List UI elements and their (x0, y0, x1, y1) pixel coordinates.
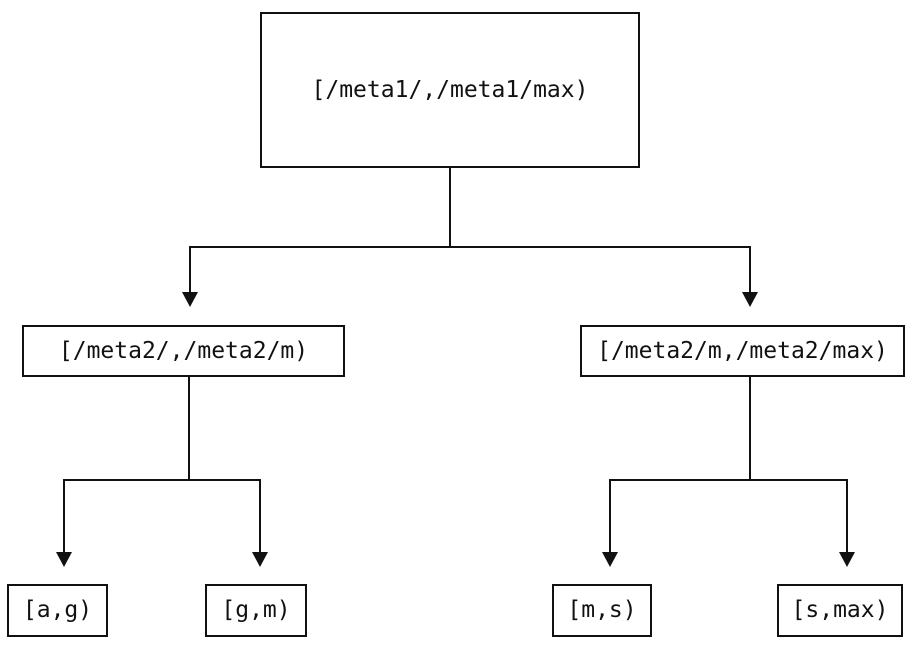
arrowhead-icon (252, 552, 268, 567)
arrowhead-icon (839, 552, 855, 567)
node-leaf-a-g-label: [a,g) (22, 597, 93, 623)
node-leaf-g-m-label: [g,m) (221, 597, 291, 623)
node-leaf-a-g: [a,g) (7, 584, 108, 637)
node-meta2-left: [/meta2/,/meta2/m) (22, 325, 345, 377)
arrowhead-icon (742, 292, 758, 307)
node-leaf-m-s: [m,s) (552, 584, 652, 637)
node-meta2-right: [/meta2/m,/meta2/max) (580, 325, 905, 377)
arrowhead-icon (182, 292, 198, 307)
node-leaf-m-s-label: [m,s) (567, 597, 637, 623)
arrowhead-icon (602, 552, 618, 567)
node-leaf-g-m: [g,m) (205, 584, 307, 637)
node-root-label: [/meta1/,/meta1/max) (311, 76, 589, 103)
arrowhead-icon (56, 552, 72, 567)
node-meta2-right-label: [/meta2/m,/meta2/max) (597, 337, 888, 364)
node-meta2-left-label: [/meta2/,/meta2/m) (58, 337, 309, 364)
node-leaf-s-max-label: [s,max) (791, 597, 889, 623)
node-root: [/meta1/,/meta1/max) (260, 12, 640, 168)
node-leaf-s-max: [s,max) (777, 584, 903, 637)
